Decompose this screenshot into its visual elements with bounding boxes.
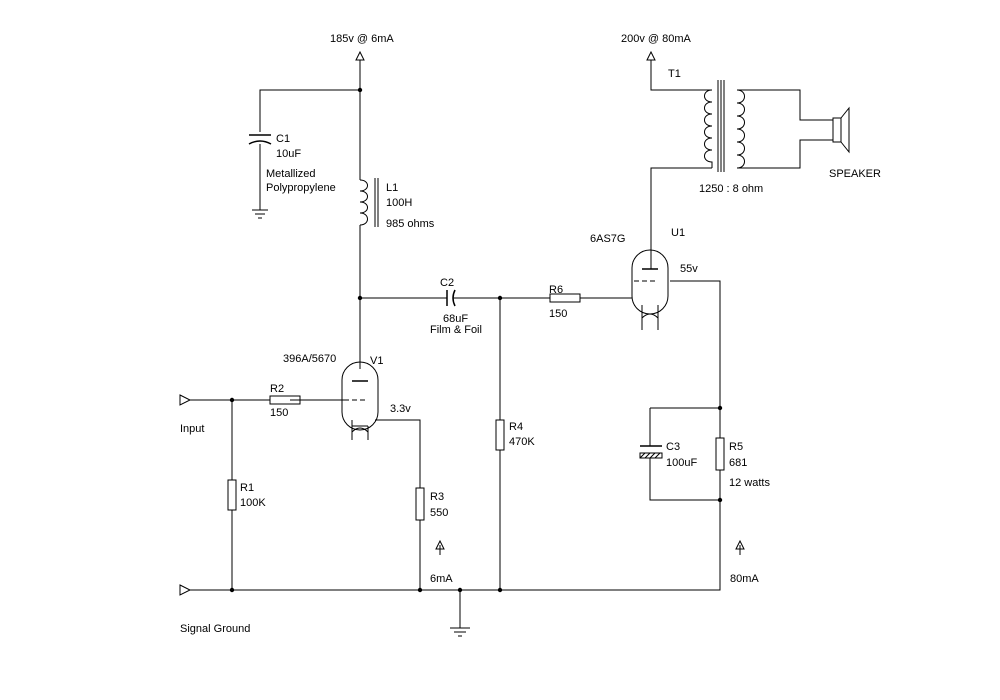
r1-ref-label: R1 (240, 482, 254, 494)
resistor-r5-symbol (715, 437, 725, 471)
transformer-t1-symbol (704, 80, 745, 172)
r5-note-label: 12 watts (729, 477, 770, 489)
c1-value-label: 10uF (276, 148, 301, 160)
r4-value-label: 470K (509, 436, 535, 448)
current-arrow-80ma (735, 539, 745, 555)
current-6ma-label: 6mA (430, 573, 453, 585)
r5-value-label: 681 (729, 457, 747, 469)
ground-symbol-c1 (252, 209, 268, 219)
ground-symbol-main (450, 627, 470, 637)
c1-ref-label: C1 (276, 133, 290, 145)
t1-ref-label: T1 (668, 68, 681, 80)
current-80ma-label: 80mA (730, 573, 759, 585)
r2-value-label: 150 (270, 407, 288, 419)
supply-200v-label: 200v @ 80mA (621, 33, 692, 45)
tube-u1-symbol (631, 249, 669, 330)
speaker-label: SPEAKER (829, 168, 881, 180)
t1-ratio-label: 1250 : 8 ohm (699, 183, 763, 195)
supply-arrow-185v (355, 50, 365, 61)
resistor-r2-symbol (269, 395, 301, 405)
capacitor-c3-symbol (639, 440, 663, 462)
signal-ground-label: Signal Ground (180, 623, 250, 635)
r6-ref-label: R6 (549, 284, 563, 296)
tube-v1-symbol (341, 361, 379, 440)
capacitor-c1-symbol (248, 134, 272, 145)
u1-bias-label: 55v (680, 263, 698, 275)
junction-dots (229, 87, 723, 593)
r4-ref-label: R4 (509, 421, 523, 433)
r1-value-label: 100K (240, 497, 266, 509)
resistor-r3-symbol (415, 487, 425, 521)
resistor-r1-symbol (227, 479, 237, 511)
c2-note-label: Film & Foil (430, 324, 482, 336)
input-terminal-arrow (179, 394, 192, 406)
c1-note1-label: Metallized (266, 168, 316, 180)
ground-terminal-arrow (179, 584, 192, 596)
r5-ref-label: R5 (729, 441, 743, 453)
supply-185v-label: 185v @ 6mA (330, 33, 394, 45)
l1-value-label: 100H (386, 197, 412, 209)
v1-bias-label: 3.3v (390, 403, 411, 415)
speaker-symbol (832, 106, 850, 154)
resistor-r6-symbol (549, 293, 581, 303)
u1-ref-label: U1 (671, 227, 685, 239)
supply-arrow-200v (646, 50, 656, 61)
r6-value-label: 150 (549, 308, 567, 320)
r3-ref-label: R3 (430, 491, 444, 503)
input-label: Input (180, 423, 204, 435)
resistor-r4-symbol (495, 419, 505, 451)
inductor-l1-symbol (359, 178, 379, 227)
l1-ref-label: L1 (386, 182, 398, 194)
c2-value-label: 68uF (443, 313, 468, 325)
c3-ref-label: C3 (666, 441, 680, 453)
wires (190, 60, 833, 628)
v1-type-label: 396A/5670 (283, 353, 336, 365)
v1-ref-label: V1 (370, 355, 383, 367)
c1-note2-label: Polypropylene (266, 182, 336, 194)
capacitor-c2-symbol (446, 289, 456, 307)
c2-ref-label: C2 (440, 277, 454, 289)
r3-value-label: 550 (430, 507, 448, 519)
l1-note-label: 985 ohms (386, 218, 435, 230)
c3-value-label: 100uF (666, 457, 697, 469)
u1-type-label: 6AS7G (590, 233, 625, 245)
r2-ref-label: R2 (270, 383, 284, 395)
current-arrow-6ma (435, 539, 445, 555)
